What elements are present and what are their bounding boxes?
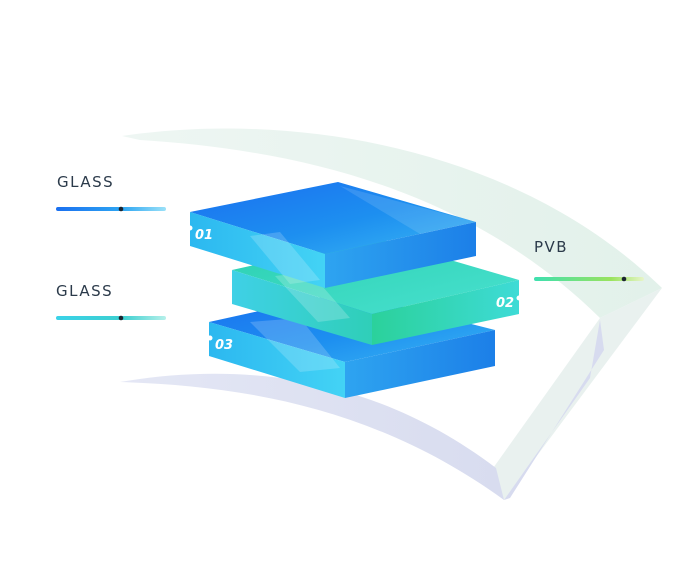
- layer-03-marker: [207, 335, 213, 341]
- glass-top-bar-dot: [118, 206, 124, 212]
- layer-03-number: 03: [215, 338, 233, 353]
- pvb-label: PVB: [534, 238, 568, 256]
- glass-bottom-label: GLASS: [56, 282, 113, 300]
- windshield-lower-arc: [120, 373, 504, 500]
- layer-02-marker: [516, 295, 522, 301]
- pvb-bar: [534, 277, 644, 281]
- windshield-right-edge: [486, 288, 662, 500]
- glass-bottom-bar-dot: [118, 315, 124, 321]
- layer-01-number: 01: [195, 228, 213, 243]
- windshield-upper-arc: [122, 128, 662, 318]
- layer-02-number: 02: [496, 296, 514, 311]
- glass-layer-01: [190, 182, 476, 288]
- glass-top-label: GLASS: [57, 173, 114, 191]
- layer-01-marker: [187, 225, 193, 231]
- glass-bottom-bar: [56, 316, 166, 320]
- glass-top-bar: [56, 207, 166, 211]
- pvb-bar-dot: [621, 276, 627, 282]
